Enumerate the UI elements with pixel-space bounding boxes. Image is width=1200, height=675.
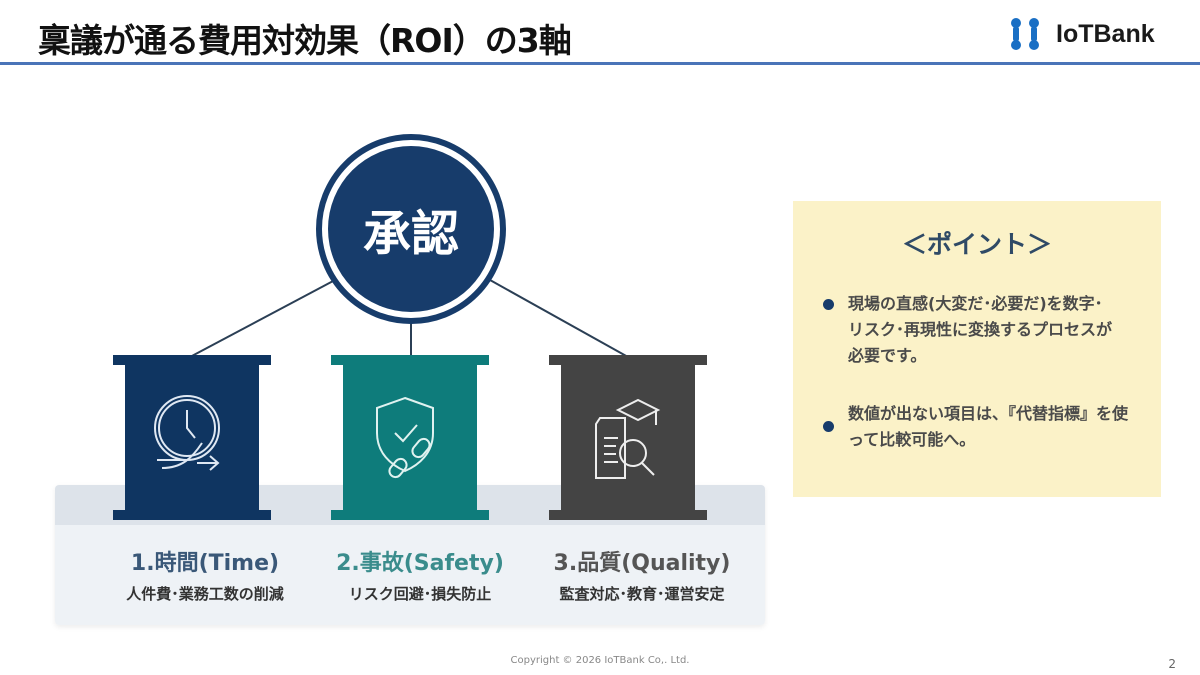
logo: IoTBank <box>1008 16 1155 52</box>
bullet-icon <box>823 299 834 310</box>
axis-title: 2.事故(Safety) <box>336 551 504 576</box>
clock-icon <box>154 395 220 471</box>
axis-quality: 3.品質(Quality) 監査対応･教育･運営安定 <box>542 545 742 604</box>
shield-broken-chain-icon <box>376 396 434 479</box>
point-box: ＜ポイント＞ 現場の直感(大変だ･必要だ)を数字･リスク･再現性に変換するプロセ… <box>793 201 1161 497</box>
approval-circle: 承認 <box>316 134 506 324</box>
header-divider <box>0 62 1200 65</box>
point-text: 現場の直感(大変だ･必要だ)を数字･リスク･再現性に変換するプロセスが必要です。 <box>848 294 1113 365</box>
approval-label: 承認 <box>328 146 494 312</box>
axis-subtitle: 人件費･業務工数の削減 <box>126 585 284 603</box>
axis-subtitle: 監査対応･教育･運営安定 <box>559 585 725 603</box>
point-item: 数値が出ない項目は、『代替指標』を使って比較可能へ。 <box>823 401 1133 453</box>
axis-time: 1.時間(Time) 人件費･業務工数の削減 <box>105 545 305 604</box>
logo-icon <box>1011 18 1039 50</box>
page-title: 稟議が通る費用対効果（ROI）の3軸 <box>38 21 572 60</box>
point-text: 数値が出ない項目は、『代替指標』を使って比較可能へ。 <box>848 404 1129 449</box>
axis-title: 1.時間(Time) <box>130 551 280 576</box>
banner-quality <box>549 355 707 520</box>
point-heading: ＜ポイント＞ <box>901 230 1052 259</box>
banner-time <box>113 355 271 520</box>
document-magnifier-icon <box>595 398 661 479</box>
axis-subtitle: リスク回避･損失防止 <box>348 585 492 603</box>
page-number: 2 <box>1168 657 1176 671</box>
bullet-icon <box>823 421 834 432</box>
logo-text: IoTBank <box>1056 19 1155 48</box>
axis-title: 3.品質(Quality) <box>553 551 731 576</box>
copyright: Copyright © 2026 IoTBank Co,. Ltd. <box>510 655 690 666</box>
banner-safety <box>331 355 489 520</box>
axis-safety: 2.事故(Safety) リスク回避･損失防止 <box>320 545 520 604</box>
point-item: 現場の直感(大変だ･必要だ)を数字･リスク･再現性に変換するプロセスが必要です。 <box>823 291 1113 369</box>
